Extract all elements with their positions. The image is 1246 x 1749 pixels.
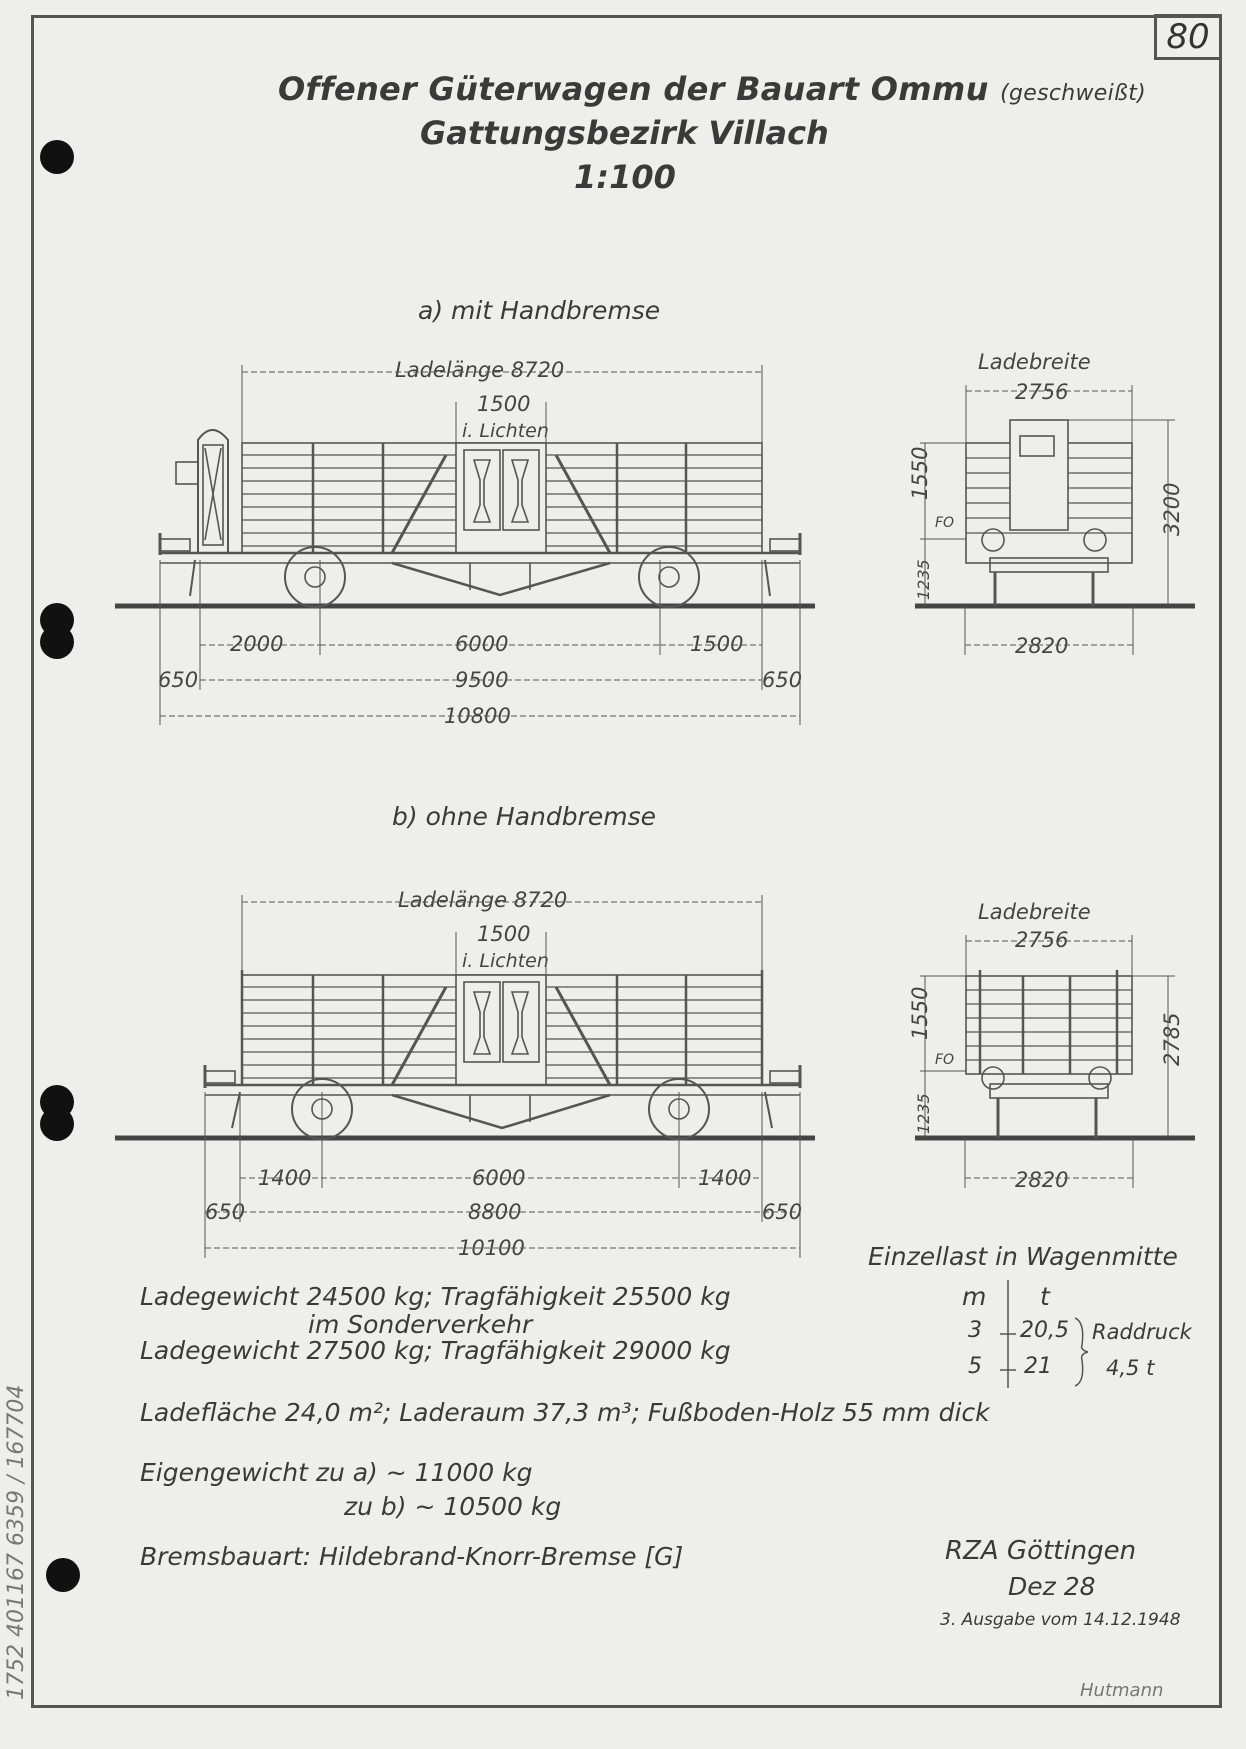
einzellast-row-2-t: 21: [1024, 1354, 1052, 1379]
a-end-width: 2820: [1015, 634, 1069, 658]
b-end-width: 2820: [1015, 1168, 1069, 1192]
wagon-b-end-view: [915, 935, 1195, 1188]
spec-eigengewicht-a: Eigengewicht zu a) ~ 11000 kg: [140, 1458, 533, 1487]
office-stamp: RZA Göttingen: [945, 1536, 1137, 1566]
a-dim-2000: 2000: [230, 632, 284, 656]
b-ladebreite-label: Ladebreite: [978, 900, 1091, 924]
einzellast-row-1-m: 3: [968, 1318, 982, 1343]
title-line-1: Offener Güterwagen der Bauart Ommu (gesc…: [278, 70, 1146, 108]
b-dim-1400-right: 1400: [698, 1166, 752, 1190]
spec-sonderverkehr: im Sonderverkehr: [308, 1310, 533, 1339]
punch-hole: [40, 140, 74, 174]
variant-b-label: b) ohne Handbremse: [392, 802, 657, 831]
scale-label: 1:100: [574, 158, 676, 196]
drawing-frame: [31, 15, 1222, 1708]
a-dim-650-right: 650: [762, 668, 803, 692]
raddruck-value: 4,5 t: [1106, 1356, 1155, 1380]
a-ladebreite: 2756: [1015, 380, 1069, 404]
b-ladebreite: 2756: [1015, 928, 1069, 952]
spec-ladeflaeche: Ladefläche 24,0 m²; Laderaum 37,3 m³; Fu…: [140, 1398, 990, 1427]
wagon-b-side-view: [115, 895, 815, 1258]
spec-ladegewicht-1: Ladegewicht 24500 kg; Tragfähigkeit 2550…: [140, 1282, 731, 1311]
a-dim-6000: 6000: [455, 632, 509, 656]
spec-bremse: Bremsbauart: Hildebrand-Knorr-Bremse [G]: [140, 1542, 684, 1571]
a-ladelaenge: Ladelänge 8720: [395, 358, 565, 382]
einzellast-table-lines: [1000, 1280, 1089, 1388]
a-dim-1500: 1500: [690, 632, 744, 656]
wagon-a-side-view: [115, 365, 815, 725]
einzellast-row-2-m: 5: [968, 1354, 982, 1379]
punch-hole: [46, 1558, 80, 1592]
raddruck-label: Raddruck: [1092, 1320, 1192, 1344]
spec-eigengewicht-b: zu b) ~ 10500 kg: [344, 1492, 562, 1521]
a-dim-650-left: 650: [158, 668, 199, 692]
b-dim-6000: 6000: [472, 1166, 526, 1190]
einzellast-title: Einzellast in Wagenmitte: [868, 1242, 1178, 1271]
einzellast-col-m: m: [962, 1282, 987, 1311]
b-dim-1400-left: 1400: [258, 1166, 312, 1190]
einzellast-row-1-t: 20,5: [1020, 1318, 1069, 1343]
punch-hole: [40, 625, 74, 659]
variant-a-label: a) mit Handbremse: [418, 296, 661, 325]
office-dept: Dez 28: [1008, 1572, 1096, 1601]
b-ladelaenge: Ladelänge 8720: [398, 888, 568, 912]
b-door-note: i. Lichten: [462, 950, 549, 972]
b-floor-label: FO: [935, 1052, 955, 1068]
signature: Hutmann: [1080, 1680, 1164, 1701]
page-number: 80: [1154, 14, 1222, 60]
a-floor-label: FO: [935, 515, 955, 531]
a-door-note: i. Lichten: [462, 420, 549, 442]
einzellast-col-t: t: [1040, 1282, 1050, 1311]
title-main: Offener Güterwagen der Bauart Ommu: [278, 70, 989, 108]
title-suffix: (geschweißt): [1000, 81, 1147, 106]
b-door-width: 1500: [477, 922, 531, 946]
edition-note: 3. Ausgabe vom 14.12.1948: [940, 1610, 1181, 1630]
a-door-width: 1500: [477, 392, 531, 416]
wagon-a-end-view: [915, 385, 1195, 655]
punch-hole: [40, 1107, 74, 1141]
spec-ladegewicht-2: Ladegewicht 27500 kg; Tragfähigkeit 2900…: [140, 1336, 731, 1365]
a-ladebreite-label: Ladebreite: [978, 350, 1091, 374]
title-line-2: Gattungsbezirk Villach: [420, 114, 829, 152]
